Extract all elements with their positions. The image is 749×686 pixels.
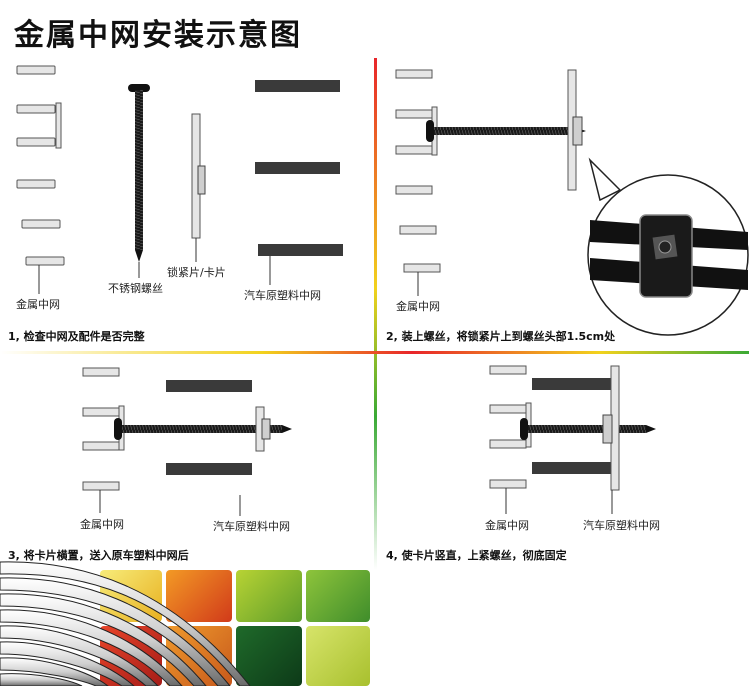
- panel-3: [82, 367, 292, 516]
- swatch-7: [236, 626, 302, 686]
- label-plastic-grille-1: 汽车原塑料中网: [244, 289, 321, 302]
- divider-horizontal: [0, 351, 749, 354]
- label-metal-mesh-4: 金属中网: [485, 519, 529, 532]
- plastic-grille-bars: [255, 80, 343, 256]
- panel-2: [395, 69, 749, 336]
- screw-vertical: [128, 84, 150, 262]
- label-metal-mesh-1: 金属中网: [16, 298, 60, 311]
- swatch-8: [306, 626, 370, 686]
- panel-4: [489, 365, 656, 514]
- label-screw: 不锈钢螺丝: [108, 282, 163, 295]
- zoom-detail: [590, 214, 748, 298]
- label-lock-clip: 锁紧片/卡片: [167, 266, 226, 279]
- step-4-caption: 4, 使卡片竖直，上紧螺丝，彻底固定: [386, 549, 567, 562]
- swatch-3: [236, 570, 302, 622]
- label-plastic-grille-4: 汽车原塑料中网: [583, 519, 660, 532]
- step-2-caption: 2, 装上螺丝，将锁紧片上到螺丝头部1.5cm处: [386, 330, 616, 343]
- swatch-2: [166, 570, 232, 622]
- metal-mesh-pieces: [16, 65, 65, 266]
- step-1-caption: 1, 检查中网及配件是否完整: [8, 330, 145, 343]
- label-metal-mesh-3: 金属中网: [80, 518, 124, 531]
- page-title: 金属中网安装示意图: [14, 18, 302, 53]
- label-plastic-grille-3: 汽车原塑料中网: [213, 520, 290, 533]
- divider-vertical: [374, 58, 377, 570]
- label-metal-mesh-2: 金属中网: [396, 300, 440, 313]
- panel-1: [16, 65, 343, 294]
- swatch-4: [306, 570, 370, 622]
- step-3-caption: 3, 将卡片横置，送入原车塑料中网后: [8, 549, 189, 562]
